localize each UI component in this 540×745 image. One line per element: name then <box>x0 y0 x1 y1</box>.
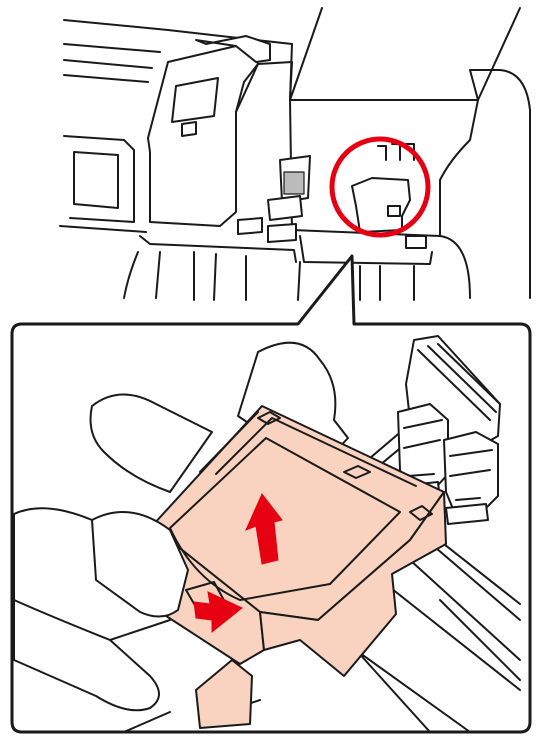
wiper-base <box>268 196 302 220</box>
carriage-block <box>148 46 258 226</box>
right-block <box>406 236 426 248</box>
paper-sheet <box>290 8 520 100</box>
carriage-face <box>172 78 218 122</box>
front-slot <box>60 226 146 232</box>
small-tab-right <box>268 224 296 242</box>
printer-overview <box>60 8 530 300</box>
cap-holder-3 <box>444 432 498 516</box>
small-tab-left <box>238 218 262 234</box>
lower-legs <box>124 252 414 300</box>
flushing-part <box>352 178 410 232</box>
lower-right-curve <box>440 236 470 298</box>
wiper-mesh <box>284 172 304 194</box>
front-panel-window <box>74 152 118 208</box>
printer-body-inner-line <box>64 44 160 82</box>
